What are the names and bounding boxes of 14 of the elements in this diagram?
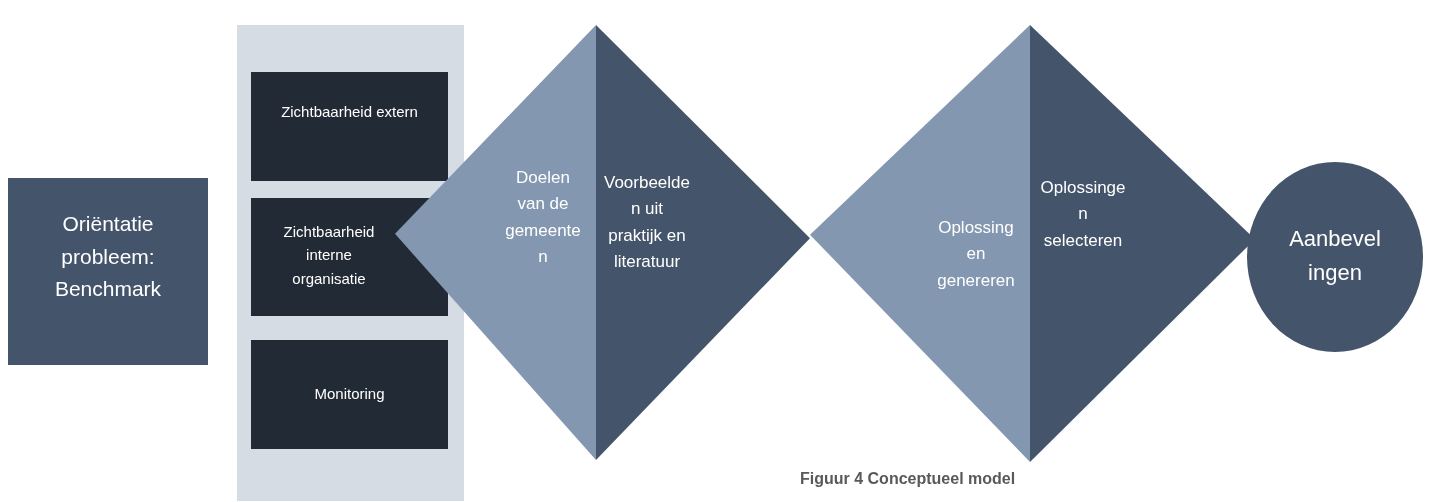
- node-label: Aanbevelingen: [1288, 225, 1382, 288]
- figure-caption: Figuur 4 Conceptueel model: [800, 470, 1016, 488]
- node-label: Voorbeelden uit praktijk en literatuur: [603, 172, 691, 274]
- node-label: Doelen van de gemeenten: [504, 167, 582, 269]
- node-label: Monitoring: [313, 384, 386, 404]
- node-label: Zichtbaarheid extern: [280, 102, 419, 122]
- node-label: Oriëntatie probleem: Benchmark: [53, 211, 163, 303]
- node-label: Zichtbaarheid interne organisatie: [282, 222, 376, 289]
- process-box: [251, 72, 448, 181]
- process-box: [8, 178, 208, 365]
- panel-background: [237, 25, 464, 501]
- process-box: [251, 340, 448, 449]
- node-label: Oplossingen genereren: [936, 217, 1016, 292]
- node-label: Oplossingen selecteren: [1040, 177, 1126, 252]
